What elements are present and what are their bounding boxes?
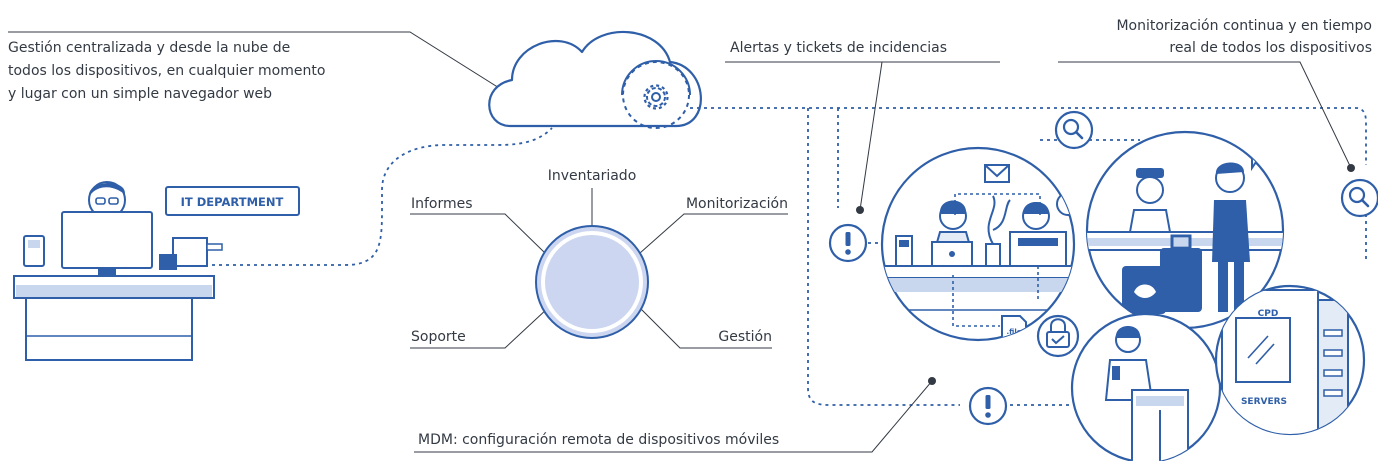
search-icon: [1340, 178, 1378, 218]
cloud-callout-leader: [8, 31, 540, 114]
server-icon: [1221, 289, 1349, 434]
servers-label: SERVERS: [1241, 397, 1287, 407]
padlock-icon: [1036, 314, 1080, 358]
office-scene: .file: [880, 146, 1080, 358]
hub-label-management: Gestión: [718, 329, 772, 345]
monitoring-callout-line-2: real de todos los dispositivos: [1169, 40, 1372, 56]
suitcase-icon: [1122, 234, 1202, 314]
gear-icon: [643, 84, 669, 110]
mail-icon: [984, 164, 1010, 183]
monitoring-callout-line-1: Monitorización continua y en tiempo: [1116, 18, 1372, 34]
alert-icon: [968, 386, 1008, 426]
alert-icon: [828, 223, 868, 263]
mobile-scene: [1070, 312, 1222, 461]
it-department-illustration: IT DEPARTMENT: [13, 181, 300, 361]
cloud-callout: Gestión centralizada y desde la nube de …: [8, 31, 543, 117]
cloud-callout-line-3: y lugar con un simple navegador web: [8, 86, 272, 102]
hub-label-inventory: Inventariado: [548, 168, 637, 184]
monitoring-callout: Monitorización continua y en tiempo real…: [1058, 18, 1372, 172]
alerts-callout-text: Alertas y tickets de incidencias: [730, 40, 947, 56]
cpd-label: CPD: [1258, 309, 1279, 319]
hotel-scene: [1085, 130, 1285, 330]
hub-label-monitoring: Monitorización: [686, 196, 788, 212]
hub-circle: [535, 225, 649, 339]
it-department-badge: [165, 186, 300, 216]
hub-label-support: Soporte: [411, 329, 466, 345]
mdm-callout: MDM: configuración remota de dispositivo…: [414, 377, 936, 453]
cloud-callout-line-2: todos los dispositivos, en cualquier mom…: [8, 63, 325, 79]
alerts-callout: Alertas y tickets de incidencias: [725, 40, 1000, 214]
services-hub: Inventariado Informes Monitorización Sop…: [410, 168, 788, 349]
cloud-icon: [488, 30, 702, 129]
it-department-label: IT DEPARTMENT: [181, 195, 284, 209]
cloud-callout-line-1: Gestión centralizada y desde la nube de: [8, 40, 290, 56]
search-icon: [1054, 110, 1094, 150]
server-scene: CPD SERVERS: [1214, 284, 1366, 436]
mdm-callout-text: MDM: configuración remota de dispositivo…: [418, 432, 779, 448]
file-label: .file: [1007, 328, 1022, 336]
hub-label-reports: Informes: [411, 196, 473, 212]
